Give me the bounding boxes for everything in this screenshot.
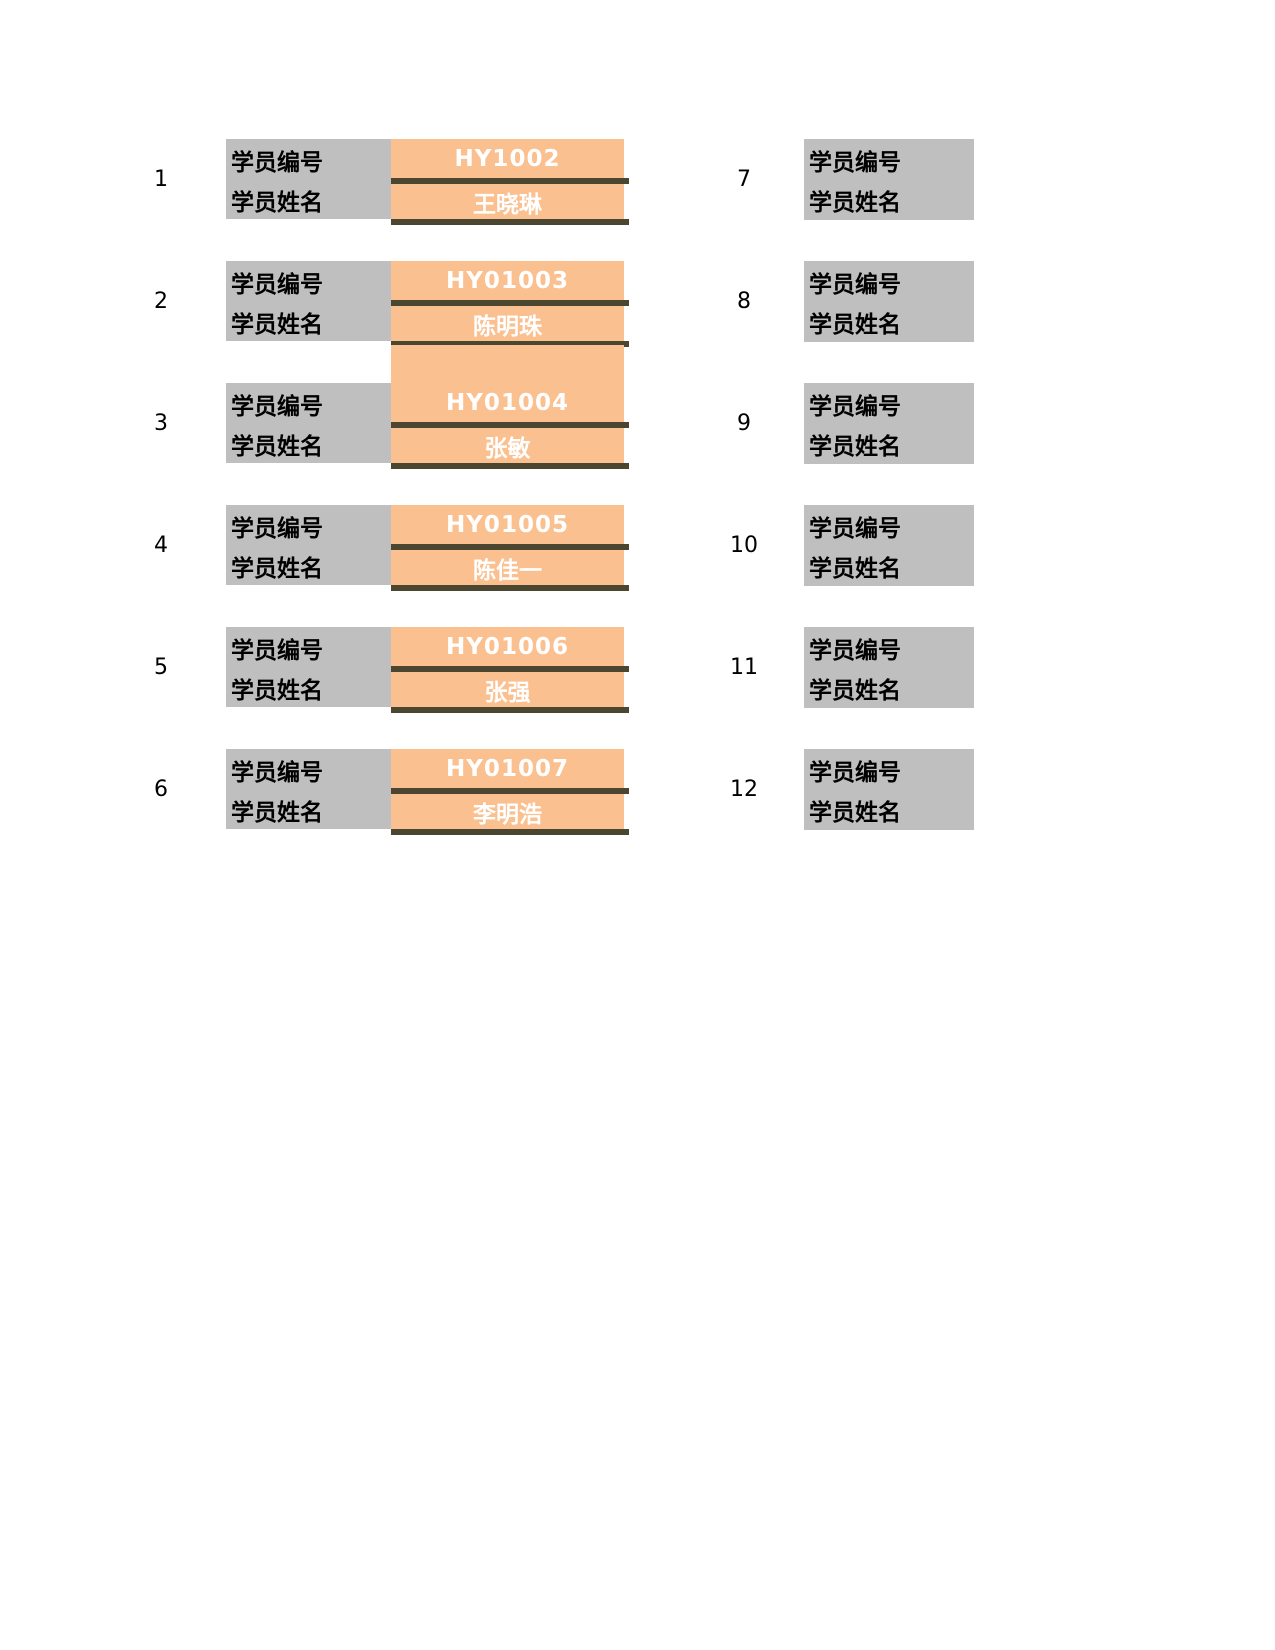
student-name-label: 学员姓名 (231, 556, 323, 582)
label-box: 学员编号 学员姓名 (804, 505, 974, 586)
underline-rule (391, 178, 629, 184)
underline-rule (391, 585, 629, 591)
label-box: 学员编号 学员姓名 (226, 627, 391, 707)
student-entry: 1 学员编号 学员姓名 HY1002 王晓琳 (0, 139, 1275, 225)
underline-rule (391, 666, 629, 672)
student-name-label: 学员姓名 (809, 434, 901, 460)
student-name-value[interactable]: 李明浩 (391, 794, 624, 829)
underline-rule (391, 544, 629, 550)
entry-number: 8 (737, 288, 751, 314)
value-box: HY01004 张敏 (391, 345, 629, 469)
student-id-value[interactable]: HY01006 (391, 627, 624, 666)
entry-number: 5 (154, 654, 168, 680)
student-id-value[interactable]: HY01005 (391, 505, 624, 544)
label-box: 学员编号 学员姓名 (804, 261, 974, 342)
label-box: 学员编号 学员姓名 (226, 261, 391, 341)
entry-number: 11 (730, 654, 758, 680)
underline-rule (391, 219, 629, 225)
student-entry: 7 学员编号 学员姓名 (0, 139, 1275, 225)
label-box: 学员编号 学员姓名 (804, 627, 974, 708)
student-name-label: 学员姓名 (231, 312, 323, 338)
value-box: HY1002 王晓琳 (391, 139, 629, 225)
student-id-label: 学员编号 (231, 760, 323, 786)
entry-number: 10 (730, 532, 758, 558)
orange-filler (391, 345, 624, 383)
student-name-label: 学员姓名 (809, 312, 901, 338)
student-name-label: 学员姓名 (231, 800, 323, 826)
entry-number: 1 (154, 166, 168, 192)
student-name-label: 学员姓名 (809, 190, 901, 216)
student-name-value[interactable]: 王晓琳 (391, 184, 624, 219)
student-id-value[interactable]: HY1002 (391, 139, 624, 178)
label-box: 学员编号 学员姓名 (226, 139, 391, 219)
label-box: 学员编号 学员姓名 (226, 749, 391, 829)
student-name-label: 学员姓名 (809, 678, 901, 704)
student-id-value[interactable]: HY01007 (391, 749, 624, 788)
underline-rule (391, 463, 629, 469)
student-name-label: 学员姓名 (231, 434, 323, 460)
underline-rule (391, 422, 629, 428)
student-entry: 5 学员编号 学员姓名 HY01006 张强 (0, 627, 1275, 713)
student-name-label: 学员姓名 (809, 556, 901, 582)
student-id-label: 学员编号 (809, 638, 901, 664)
student-entry: 9 学员编号 学员姓名 (0, 383, 1275, 469)
entry-number: 12 (730, 776, 758, 802)
student-entry: 12 学员编号 学员姓名 (0, 749, 1275, 835)
student-id-label: 学员编号 (231, 638, 323, 664)
student-name-value[interactable]: 张强 (391, 672, 624, 707)
student-id-label: 学员编号 (809, 394, 901, 420)
student-entry: 4 学员编号 学员姓名 HY01005 陈佳一 (0, 505, 1275, 591)
student-id-value[interactable]: HY01004 (391, 383, 624, 422)
entry-number: 7 (737, 166, 751, 192)
student-entry: 11 学员编号 学员姓名 (0, 627, 1275, 713)
student-id-label: 学员编号 (231, 516, 323, 542)
entry-number: 4 (154, 532, 168, 558)
underline-rule (391, 707, 629, 713)
student-id-label: 学员编号 (809, 272, 901, 298)
student-entry: 10 学员编号 学员姓名 (0, 505, 1275, 591)
label-box: 学员编号 学员姓名 (226, 505, 391, 585)
entry-number: 2 (154, 288, 168, 314)
student-id-value[interactable]: HY01003 (391, 261, 624, 300)
student-name-label: 学员姓名 (231, 678, 323, 704)
student-name-value[interactable]: 陈明珠 (391, 306, 624, 341)
student-entry: 3 学员编号 学员姓名 HY01004 张敏 (0, 345, 1275, 469)
student-id-label: 学员编号 (809, 150, 901, 176)
value-box: HY01007 李明浩 (391, 749, 629, 835)
label-box: 学员编号 学员姓名 (804, 383, 974, 464)
student-entry: 6 学员编号 学员姓名 HY01007 李明浩 (0, 749, 1275, 835)
underline-rule (391, 829, 629, 835)
underline-rule (391, 341, 629, 347)
value-box: HY01005 陈佳一 (391, 505, 629, 591)
value-box: HY01003 陈明珠 (391, 261, 629, 347)
student-entry: 8 学员编号 学员姓名 (0, 261, 1275, 347)
student-name-value[interactable]: 陈佳一 (391, 550, 624, 585)
student-id-label: 学员编号 (231, 394, 323, 420)
label-box: 学员编号 学员姓名 (804, 139, 974, 220)
student-id-label: 学员编号 (809, 760, 901, 786)
student-id-label: 学员编号 (231, 150, 323, 176)
student-name-label: 学员姓名 (231, 190, 323, 216)
label-box: 学员编号 学员姓名 (804, 749, 974, 830)
underline-rule (391, 300, 629, 306)
student-id-label: 学员编号 (231, 272, 323, 298)
entry-number: 3 (154, 410, 168, 436)
student-id-label: 学员编号 (809, 516, 901, 542)
student-entry: 2 学员编号 学员姓名 HY01003 陈明珠 (0, 261, 1275, 347)
entry-number: 9 (737, 410, 751, 436)
label-box: 学员编号 学员姓名 (226, 383, 391, 463)
underline-rule (391, 788, 629, 794)
entry-number: 6 (154, 776, 168, 802)
student-name-label: 学员姓名 (809, 800, 901, 826)
student-name-value[interactable]: 张敏 (391, 428, 624, 463)
value-box: HY01006 张强 (391, 627, 629, 713)
